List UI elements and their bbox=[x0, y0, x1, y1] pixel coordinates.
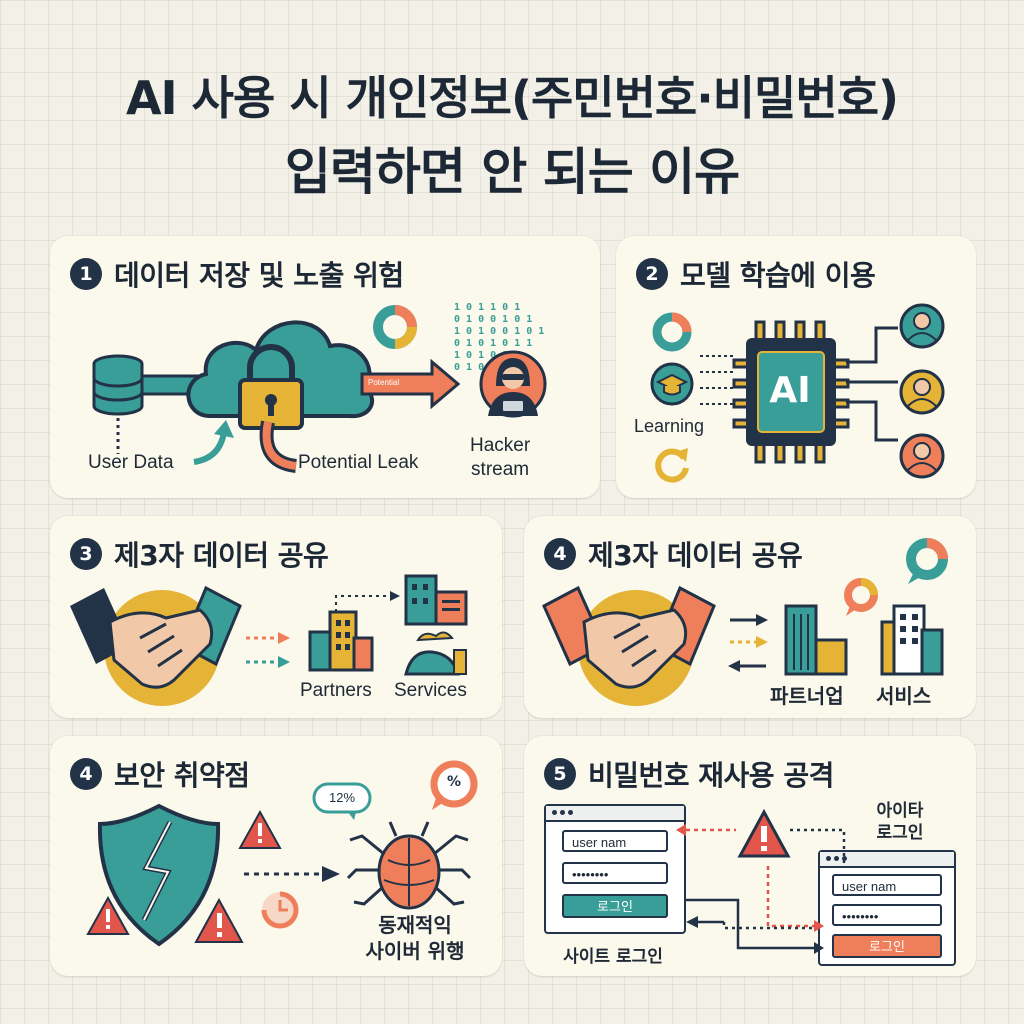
warning-icon bbox=[194, 897, 244, 943]
card-security-vulnerability: 4 보안 취약점 12% % bbox=[50, 736, 502, 976]
threat-label: 동재적익 사이버 위행 bbox=[360, 912, 470, 964]
exchange-arrows bbox=[728, 614, 768, 672]
potential-leak-label: Potential Leak bbox=[298, 452, 419, 473]
refresh-icon bbox=[655, 448, 689, 483]
binary-stream-icon: 1 0 1 1 0 1 0 1 0 0 1 0 1 1 0 1 0 0 1 0 … bbox=[454, 302, 544, 373]
percent-bubble-icon bbox=[430, 760, 478, 810]
handshake-icon bbox=[70, 585, 242, 706]
card-password-reuse: 5 비밀번호 재사용 공격 user nam •••••••• 로그인 사이트 … bbox=[524, 736, 976, 976]
services-label: Services bbox=[394, 680, 467, 701]
percent-bubble-label: % bbox=[446, 774, 462, 790]
virus-bug-icon bbox=[346, 821, 472, 910]
dashed-arrow bbox=[244, 866, 340, 882]
database-icon bbox=[92, 354, 144, 416]
card-title: 비밀번호 재사용 공격 bbox=[588, 759, 834, 792]
user-avatar-icon bbox=[899, 369, 945, 415]
card-title: 보안 취약점 bbox=[114, 759, 250, 792]
svg-text:1 0 1 1 0 1: 1 0 1 1 0 1 bbox=[454, 302, 520, 313]
threat-label-line2: 사이버 위행 bbox=[365, 939, 465, 963]
svg-text:0 1 0 1: 0 1 0 1 bbox=[454, 362, 496, 373]
password-field[interactable]: •••••••• bbox=[832, 904, 942, 926]
threat-label-line1: 동재적익 bbox=[378, 913, 452, 937]
leak-tag: Potential bbox=[368, 378, 400, 387]
card-number: 5 bbox=[544, 758, 576, 790]
partners-label: 파트너업 bbox=[770, 684, 844, 708]
svg-text:1 0 1 0 0 1 0 1: 1 0 1 0 0 1 0 1 bbox=[454, 326, 544, 337]
other-login-label-line2: 로그인 bbox=[876, 823, 924, 843]
leak-pipe-icon bbox=[259, 420, 298, 473]
svg-text:0 1 0 0 1 0 1: 0 1 0 0 1 0 1 bbox=[454, 314, 532, 325]
broken-shield-icon bbox=[97, 803, 221, 947]
ai-chip-label: AI bbox=[769, 370, 811, 411]
other-login-label: 아이타 로그인 bbox=[860, 800, 940, 844]
other-login-label-line1: 아이타 bbox=[876, 801, 924, 821]
percent-badge-label: 12% bbox=[328, 790, 356, 805]
card-third-party-sharing-ko: 4 제3자 데이터 공유 파트너업 서비스 bbox=[524, 516, 976, 718]
chat-donut-icon bbox=[906, 538, 948, 584]
card-title: 모델 학습에 이용 bbox=[680, 259, 876, 292]
login-button[interactable]: 로그인 bbox=[562, 894, 668, 918]
card-number: 2 bbox=[636, 258, 668, 290]
page-title-line2: 입력하면 안 되는 이유 bbox=[284, 143, 740, 201]
card-number: 3 bbox=[70, 538, 102, 570]
user-avatar-icon bbox=[899, 433, 945, 479]
site-login-label: 사이트 로그인 bbox=[563, 947, 663, 967]
handshake-icon bbox=[542, 585, 716, 706]
card-title: 제3자 데이터 공유 bbox=[588, 539, 803, 572]
hacker-label: Hacker stream bbox=[470, 434, 530, 482]
login-button[interactable]: 로그인 bbox=[832, 934, 942, 958]
password-field[interactable]: •••••••• bbox=[562, 862, 668, 884]
window-titlebar bbox=[820, 852, 954, 868]
graduation-cap-icon bbox=[650, 362, 694, 406]
card-title: 제3자 데이터 공유 bbox=[114, 539, 329, 572]
other-site-login-window: user nam •••••••• 로그인 bbox=[818, 850, 956, 966]
card-third-party-sharing: 3 제3자 데이터 공유 Partners Services bbox=[50, 516, 502, 718]
card-data-exposure: 1 데이터 저장 및 노출 위험 User Data Potential Lea… bbox=[50, 236, 600, 498]
svg-text:1 0 1 0 1: 1 0 1 0 1 bbox=[454, 350, 508, 361]
partner-building-icon bbox=[784, 604, 848, 676]
services-label: 서비스 bbox=[876, 684, 932, 708]
card-number: 4 bbox=[544, 538, 576, 570]
dotted-connector bbox=[116, 418, 120, 454]
service-building-icon bbox=[880, 604, 944, 676]
office-building-icon bbox=[404, 574, 468, 626]
hacker-label-line2: stream bbox=[471, 459, 530, 480]
donut-chart-icon bbox=[373, 305, 417, 349]
reuse-arrows bbox=[676, 824, 846, 954]
learning-label: Learning bbox=[634, 416, 705, 436]
partners-label: Partners bbox=[300, 680, 372, 701]
building-icon bbox=[308, 610, 374, 672]
site-login-window: user nam •••••••• 로그인 bbox=[544, 804, 686, 934]
user-connectors bbox=[846, 326, 898, 442]
page-title-line1: AI 사용 시 개인정보(주민번호·비밀번호) bbox=[125, 71, 899, 125]
window-titlebar bbox=[546, 806, 684, 822]
donut-chart-icon bbox=[652, 312, 692, 352]
dashed-connectors bbox=[700, 355, 736, 405]
user-data-label: User Data bbox=[88, 452, 174, 473]
card-model-training: 2 모델 학습에 이용 Learning AI bbox=[616, 236, 976, 498]
card-number: 4 bbox=[70, 758, 102, 790]
username-field[interactable]: user nam bbox=[562, 830, 668, 852]
dashed-path-arrow bbox=[335, 591, 400, 612]
ai-chip-icon bbox=[732, 320, 850, 464]
curved-arrow-icon bbox=[193, 420, 234, 465]
leak-arrow-icon bbox=[360, 358, 461, 410]
username-field[interactable]: user nam bbox=[832, 874, 942, 896]
services-icon bbox=[404, 631, 467, 676]
loading-icon bbox=[261, 891, 299, 929]
card-title: 데이터 저장 및 노출 위험 bbox=[114, 259, 404, 292]
dashed-arrows bbox=[246, 632, 290, 668]
user-avatar-icon bbox=[899, 303, 945, 349]
hacker-label-line1: Hacker bbox=[470, 435, 531, 456]
warning-icon bbox=[86, 895, 130, 935]
svg-text:0 1 0 1 0 1 1: 0 1 0 1 0 1 1 bbox=[454, 338, 532, 349]
percent-badge-icon bbox=[312, 782, 372, 820]
card-number: 1 bbox=[70, 258, 102, 290]
hacker-icon bbox=[479, 350, 547, 418]
warning-icon bbox=[737, 808, 791, 858]
chat-donut-icon bbox=[844, 578, 878, 616]
warning-icon bbox=[238, 809, 282, 849]
lock-icon bbox=[238, 344, 304, 430]
